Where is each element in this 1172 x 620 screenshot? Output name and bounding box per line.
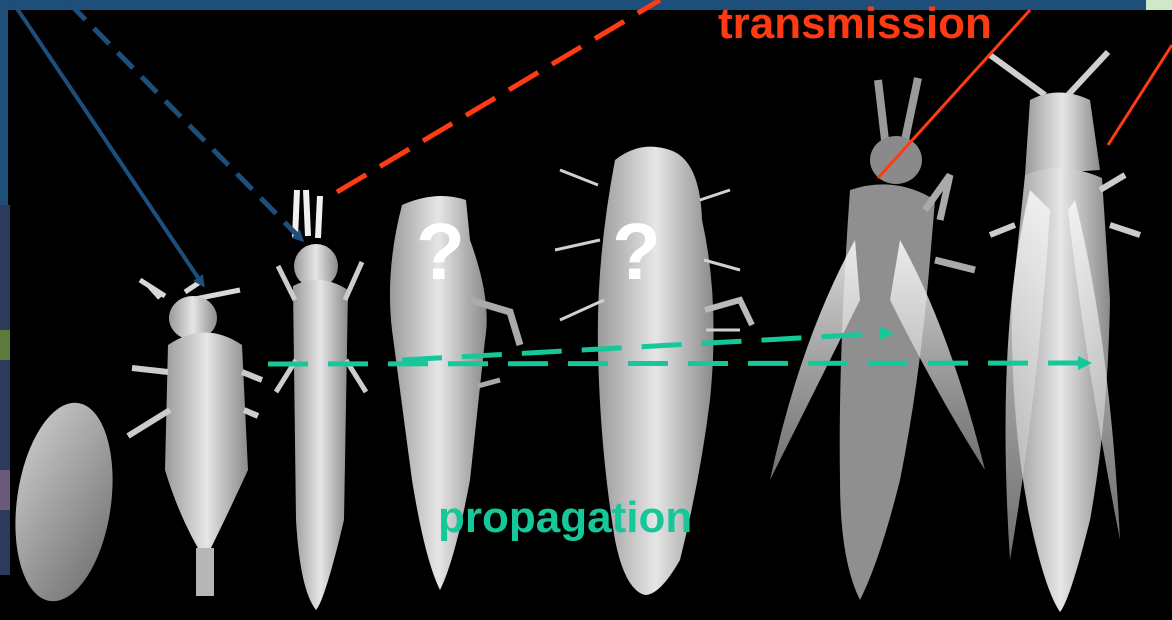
second-instar-larva-specimen bbox=[276, 190, 366, 610]
left-strip-detail-purple bbox=[0, 470, 10, 510]
propagation-label: propagation bbox=[438, 496, 692, 540]
transmission-label: transmission bbox=[718, 2, 992, 46]
left-strip-detail-green bbox=[0, 330, 10, 360]
blue-solid-arrow bbox=[14, 4, 203, 285]
first-instar-larva-specimen bbox=[128, 280, 262, 596]
top-right-corner-strip bbox=[1146, 0, 1172, 10]
unknown-stage-question-mark-1: ? bbox=[416, 212, 465, 292]
red-solid-transmission-line-2 bbox=[1108, 45, 1172, 145]
adult-thrips-specimen-2 bbox=[990, 52, 1140, 612]
egg-specimen bbox=[4, 396, 125, 607]
left-frame-bar bbox=[0, 0, 8, 205]
unknown-stage-question-mark-2: ? bbox=[612, 212, 661, 292]
adult-thrips-specimen-1 bbox=[770, 78, 985, 600]
left-background-strip bbox=[0, 205, 10, 575]
blue-dashed-arrow bbox=[70, 4, 302, 240]
red-dashed-transmission-line bbox=[337, 0, 660, 192]
